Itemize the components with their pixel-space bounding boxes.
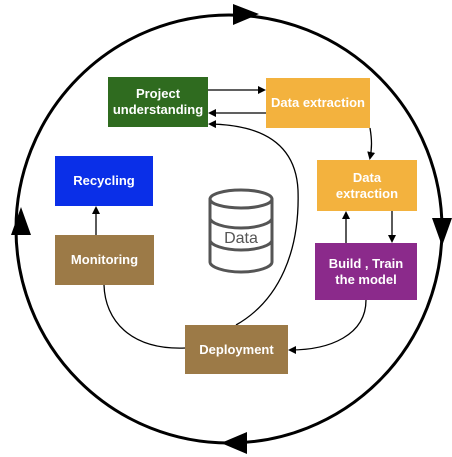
- arrow-deployment-to-project: [208, 120, 299, 326]
- database-label: Data: [224, 230, 258, 247]
- box-recycling: Recycling: [55, 156, 153, 206]
- box-data-extraction-right-label: Data extraction: [335, 169, 399, 201]
- arrow-build-to-deployment: [288, 299, 367, 354]
- box-data-extraction-top-label: Data extraction: [271, 95, 365, 110]
- flow-connectors: [92, 86, 396, 354]
- box-deployment-label: Deployment: [199, 341, 274, 357]
- box-monitoring: Monitoring: [55, 235, 154, 285]
- box-data-extraction-right: Data extraction: [317, 160, 417, 211]
- box-recycling-label: Recycling: [73, 173, 135, 188]
- cycle-arrows-icon: [11, 4, 452, 454]
- database-icon: [208, 188, 274, 274]
- box-project-understanding: Project understanding: [108, 77, 208, 127]
- box-deployment: Deployment: [185, 325, 288, 374]
- box-project-understanding-label: Project understanding: [112, 86, 204, 117]
- box-build-train-label: Build , Train the model: [328, 255, 404, 287]
- arrow-extraction-to-extraction: [367, 127, 376, 160]
- box-monitoring-label: Monitoring: [70, 252, 139, 267]
- box-build-train: Build , Train the model: [315, 243, 417, 300]
- box-data-extraction-top: Data extraction: [266, 78, 370, 128]
- arrow-deployment-to-monitoring: [103, 284, 186, 349]
